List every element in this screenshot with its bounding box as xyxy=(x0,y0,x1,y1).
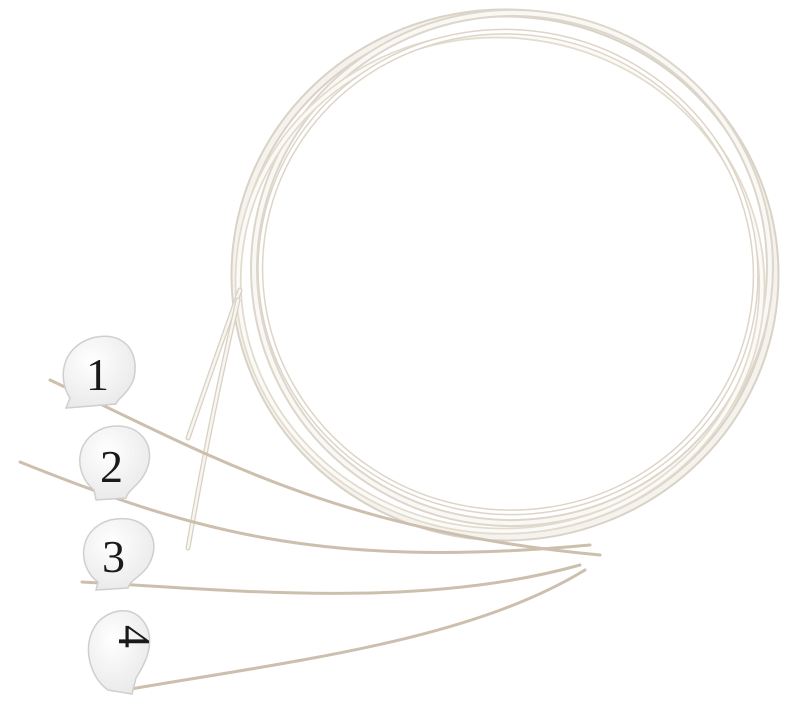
string-tails xyxy=(18,378,602,692)
coil-loop-2-highlight xyxy=(252,10,772,526)
coil-loop-4-highlight xyxy=(258,30,758,514)
tag-3-shape xyxy=(83,517,155,591)
tail-2 xyxy=(18,460,592,554)
tail-1 xyxy=(48,378,602,557)
string-ends xyxy=(185,287,243,551)
tag-2-label: 2 xyxy=(100,441,123,492)
tag-4: 4 xyxy=(87,610,160,695)
tail-3 xyxy=(80,563,582,595)
coil-loop-3-highlight xyxy=(236,33,764,533)
tag-3: 3 xyxy=(83,517,155,591)
tag-2-shape xyxy=(79,425,151,501)
tag-1-label: 1 xyxy=(86,349,109,400)
tag-3-label: 3 xyxy=(102,531,125,582)
tag-4-shape xyxy=(87,610,151,695)
tag-1: 1 xyxy=(62,335,136,409)
tag-1-shape xyxy=(62,335,136,409)
string-coil xyxy=(230,8,780,542)
tail-4 xyxy=(123,568,587,692)
tag-4-label: 4 xyxy=(109,625,160,648)
tag-2: 2 xyxy=(79,425,151,501)
string-end-2-hl xyxy=(186,298,240,550)
